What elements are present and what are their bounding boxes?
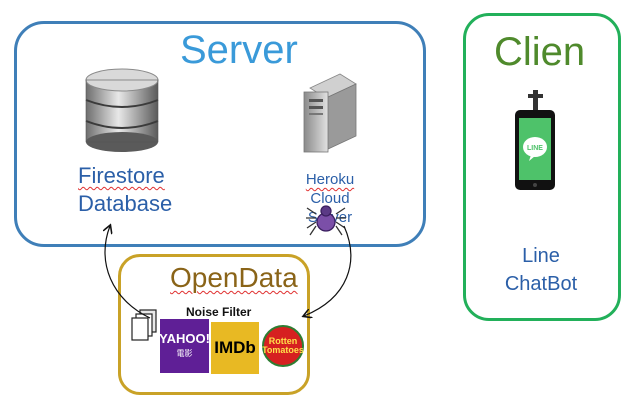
rt-logo-line2: Tomatoes [262, 345, 304, 355]
server-title: Server [180, 28, 298, 72]
opendata-title: OpenData [170, 262, 298, 293]
firestore-label-line1: Firestore [78, 163, 165, 188]
server-tower-icon [303, 73, 357, 153]
yahoo-logo-text: YAHOO! [159, 331, 210, 346]
spider-icon [306, 205, 346, 236]
line-app-icon: LINE [523, 137, 547, 161]
opendata-container [118, 254, 310, 395]
heroku-label-line1: Heroku [305, 171, 355, 188]
imdb-logo: IMDb [211, 322, 259, 374]
client-title: Clien [494, 30, 586, 74]
rotten-tomatoes-logo: Rotten Tomatoes [262, 325, 304, 367]
line-label-line1: Line [522, 245, 560, 267]
arrow-opendata-to-database [105, 226, 151, 319]
client-container [463, 13, 621, 321]
firestore-database-label: Firestore Database [78, 162, 172, 218]
yahoo-logo-subtext: 電影 [176, 349, 193, 358]
phone-icon: LINE [515, 90, 555, 190]
rt-logo-line1: Rotten [268, 336, 298, 346]
documents-icon [131, 309, 157, 341]
database-icon [85, 68, 159, 152]
server-container [14, 21, 426, 247]
line-chatbot-label: Line ChatBot [496, 242, 586, 298]
noise-filter-label: Noise Filter [186, 305, 252, 319]
yahoo-movies-logo: YAHOO! 電影 [159, 319, 210, 373]
arrow-heroku-to-opendata [304, 225, 352, 316]
line-label-line2: ChatBot [504, 273, 578, 295]
svg-text:LINE: LINE [527, 145, 543, 152]
firestore-label-line2: Database [78, 191, 173, 216]
